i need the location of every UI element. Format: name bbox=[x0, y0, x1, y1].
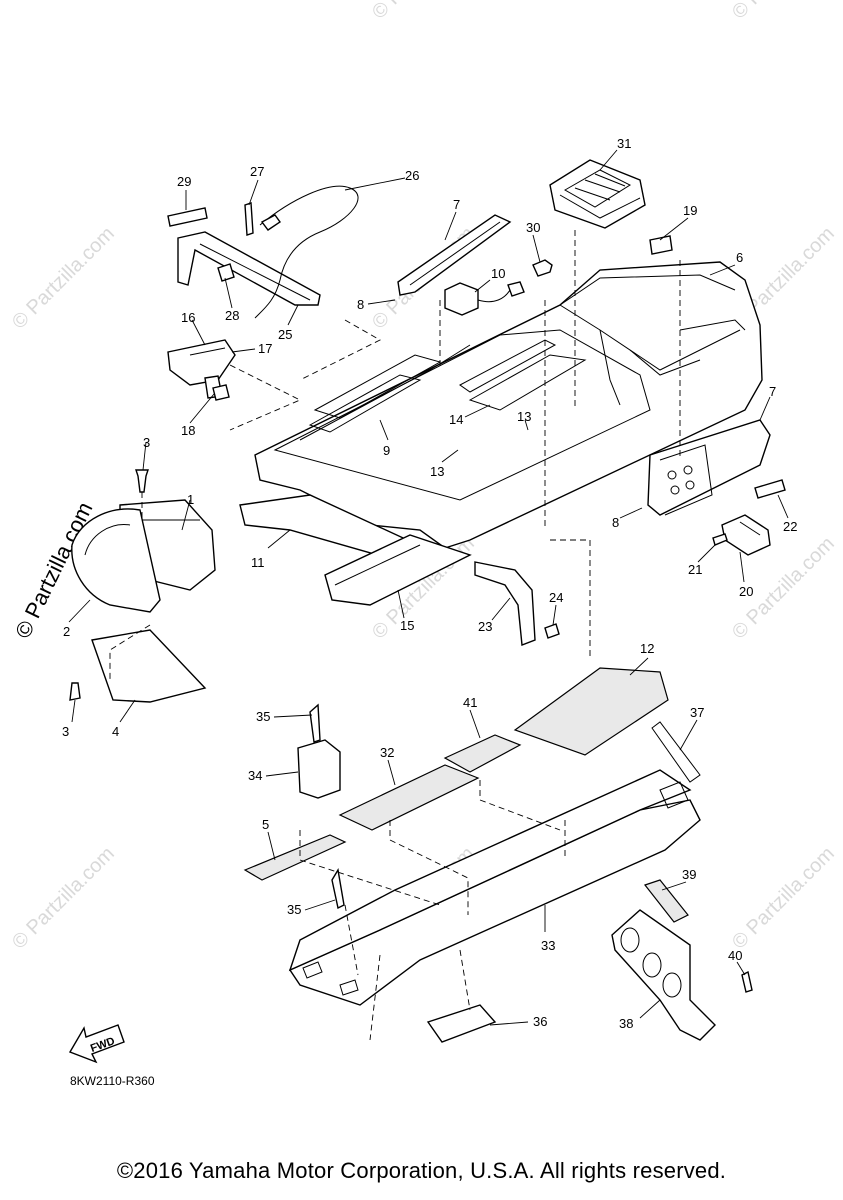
callout-13: 13 bbox=[517, 409, 531, 424]
callout-29: 29 bbox=[177, 174, 191, 189]
callout-24: 24 bbox=[549, 590, 563, 605]
strip-part-29 bbox=[167, 207, 208, 227]
watermark: © Partzilla.com bbox=[368, 0, 479, 24]
fwd-arrow-icon: FWD bbox=[68, 1024, 125, 1064]
callout-36: 36 bbox=[533, 1014, 547, 1029]
screw-part-3-top bbox=[135, 469, 149, 493]
callouts: 31 19 6 7 30 10 8 26 27 29 28 25 16 17 1… bbox=[62, 136, 797, 1031]
copyright-notice: ©2016 Yamaha Motor Corporation, U.S.A. A… bbox=[116, 1158, 727, 1183]
callout-13: 13 bbox=[430, 464, 444, 479]
switch-part-10 bbox=[444, 281, 525, 316]
callout-5: 5 bbox=[262, 817, 269, 832]
callout-35: 35 bbox=[287, 902, 301, 917]
reference-lines-upper bbox=[109, 230, 681, 680]
bolt-part-21 bbox=[712, 533, 728, 546]
callout-17: 17 bbox=[258, 341, 272, 356]
callout-31: 31 bbox=[617, 136, 631, 151]
callout-4: 4 bbox=[112, 724, 119, 739]
pad-part-22 bbox=[754, 479, 786, 499]
callout-28: 28 bbox=[225, 308, 239, 323]
callout-6: 6 bbox=[736, 250, 743, 265]
callout-12: 12 bbox=[640, 641, 654, 656]
callout-3: 3 bbox=[62, 724, 69, 739]
clip-part-30 bbox=[532, 259, 553, 277]
bolt-part-40 bbox=[741, 970, 753, 993]
callout-37: 37 bbox=[690, 705, 704, 720]
screw-part-3-bottom bbox=[69, 682, 81, 701]
diagram-code: 8KW2110-R360 bbox=[70, 1074, 155, 1088]
callout-41: 41 bbox=[463, 695, 477, 710]
guard-part-2 bbox=[71, 508, 161, 613]
pad-part-41 bbox=[443, 734, 522, 773]
callout-20: 20 bbox=[739, 584, 753, 599]
callout-33: 33 bbox=[541, 938, 555, 953]
callout-10: 10 bbox=[491, 266, 505, 281]
callout-7: 7 bbox=[453, 197, 460, 212]
mat-part-12 bbox=[513, 667, 669, 756]
watermark: © Partzilla.com bbox=[728, 0, 839, 24]
callout-40: 40 bbox=[728, 948, 742, 963]
watermark: © Partzilla.com bbox=[728, 843, 839, 954]
plate-part-4 bbox=[91, 629, 207, 703]
fastener-part-35-bottom bbox=[331, 868, 345, 910]
bolt-part-28 bbox=[217, 263, 235, 282]
reference-lines-lower bbox=[299, 780, 566, 1041]
bolt-part-27 bbox=[244, 202, 254, 236]
callout-39: 39 bbox=[682, 867, 696, 882]
callout-30: 30 bbox=[526, 220, 540, 235]
floor-panel-part-33 bbox=[288, 769, 701, 1006]
callout-35: 35 bbox=[256, 709, 270, 724]
callout-38: 38 bbox=[619, 1016, 633, 1031]
callout-2: 2 bbox=[63, 624, 70, 639]
callout-32: 32 bbox=[380, 745, 394, 760]
callout-25: 25 bbox=[278, 327, 292, 342]
callout-26: 26 bbox=[405, 168, 419, 183]
cable-part-26 bbox=[254, 185, 359, 319]
strip-part-5 bbox=[243, 834, 347, 881]
bracket-part-23 bbox=[474, 561, 536, 646]
callout-3: 3 bbox=[143, 435, 150, 450]
callout-21: 21 bbox=[688, 562, 702, 577]
callout-19: 19 bbox=[683, 203, 697, 218]
pad-part-32 bbox=[338, 764, 480, 831]
hinge-assembly-part-16 bbox=[167, 339, 236, 399]
bolt-part-24 bbox=[544, 623, 560, 639]
callout-16: 16 bbox=[181, 310, 195, 325]
side-rail-part-15 bbox=[324, 534, 472, 606]
bracket-part-34 bbox=[297, 739, 341, 799]
callout-9: 9 bbox=[383, 443, 390, 458]
watermark: © Partzilla.com bbox=[8, 223, 119, 334]
callout-8: 8 bbox=[612, 515, 619, 530]
callout-15: 15 bbox=[400, 618, 414, 633]
rod-part-37 bbox=[651, 721, 701, 783]
watermark: © Partzilla.com bbox=[8, 843, 119, 954]
callout-22: 22 bbox=[783, 519, 797, 534]
leader-lines bbox=[68, 149, 789, 1026]
bracket-part-38 bbox=[611, 909, 716, 1041]
callout-8: 8 bbox=[357, 297, 364, 312]
block-part-39 bbox=[644, 879, 689, 923]
callout-27: 27 bbox=[250, 164, 264, 179]
callout-7: 7 bbox=[769, 384, 776, 399]
callout-14: 14 bbox=[449, 412, 463, 427]
callout-23: 23 bbox=[478, 619, 492, 634]
callout-11: 11 bbox=[251, 555, 265, 570]
plate-part-36 bbox=[426, 1004, 497, 1043]
hinge-part-20 bbox=[721, 514, 771, 556]
callout-34: 34 bbox=[248, 768, 262, 783]
bolt-part-18 bbox=[212, 384, 230, 401]
fastener-part-35-top bbox=[309, 703, 321, 743]
callout-1: 1 bbox=[187, 492, 194, 507]
callout-18: 18 bbox=[181, 423, 195, 438]
tool-kit-part-31 bbox=[549, 159, 646, 229]
bracket-part-25 bbox=[177, 231, 321, 306]
